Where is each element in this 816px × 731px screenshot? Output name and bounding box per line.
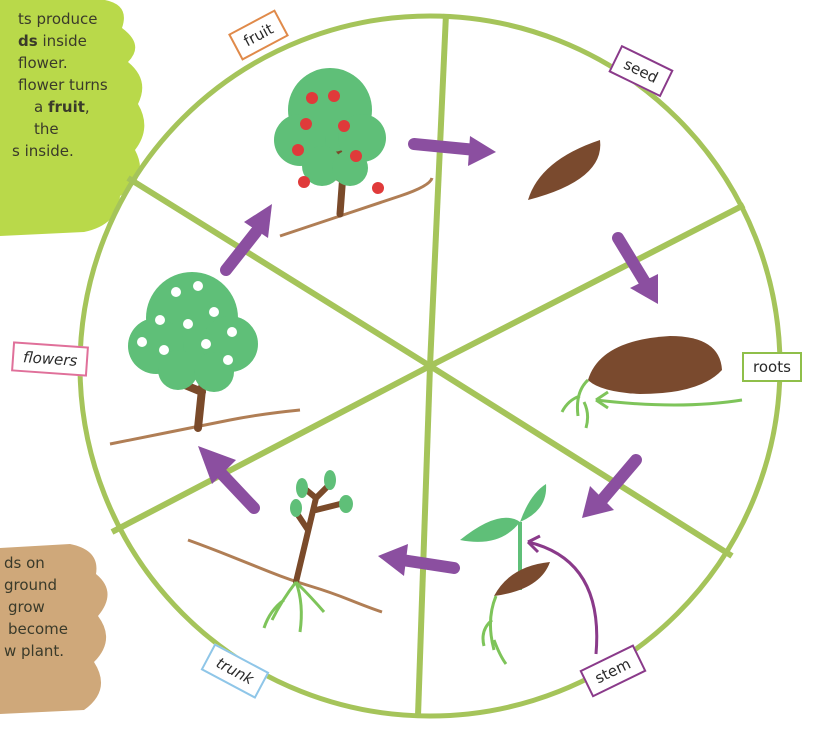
brown-note-line-2: ground	[0, 574, 100, 596]
green-note-line-1: ts produce	[0, 8, 140, 30]
brown-note-line-5: w plant.	[0, 640, 100, 662]
arrow-fruit-to-seed	[414, 136, 496, 166]
brown-note-line-3: grow	[0, 596, 100, 618]
green-note-line-4: flower turns	[0, 74, 140, 96]
apple-tree-icon	[274, 68, 432, 236]
green-note-line-5-bold: fruit	[48, 98, 85, 116]
brown-note-line-4: become	[0, 618, 100, 640]
flowering-tree-icon	[110, 272, 300, 444]
green-note-line-2: inside	[38, 32, 87, 50]
divider-lower-right	[430, 366, 732, 556]
seed-icon	[528, 140, 600, 200]
brown-note-text: ds on ground grow become w plant.	[0, 552, 100, 662]
brown-note-line-1: ds on	[0, 552, 100, 574]
arrow-stem-to-trunk	[378, 544, 454, 576]
green-note-line-3: flower.	[0, 52, 140, 74]
label-flowers: flowers	[11, 341, 89, 376]
sprouting-seed-icon	[562, 336, 742, 428]
green-note-line-6: the	[0, 118, 140, 140]
arrow-seed-to-roots	[618, 238, 658, 304]
divider-top	[430, 14, 446, 366]
green-note-text: ts produce ds inside flower. flower turn…	[0, 8, 140, 162]
green-note-line-5-pre: a	[34, 98, 48, 116]
seedling-icon	[460, 484, 597, 664]
roots-pointer-line	[596, 400, 742, 405]
divider-bottom	[418, 366, 430, 716]
sapling-icon	[188, 470, 382, 632]
arrow-trunk-to-flowers	[198, 446, 254, 508]
green-note-line-7: s inside.	[0, 140, 140, 162]
stem-pointer-line	[528, 542, 597, 654]
green-note-line-2-bold: ds	[18, 32, 38, 50]
label-roots: roots	[742, 352, 802, 382]
divider-lower-left	[112, 366, 430, 532]
green-note-line-5-post: ,	[85, 98, 90, 116]
